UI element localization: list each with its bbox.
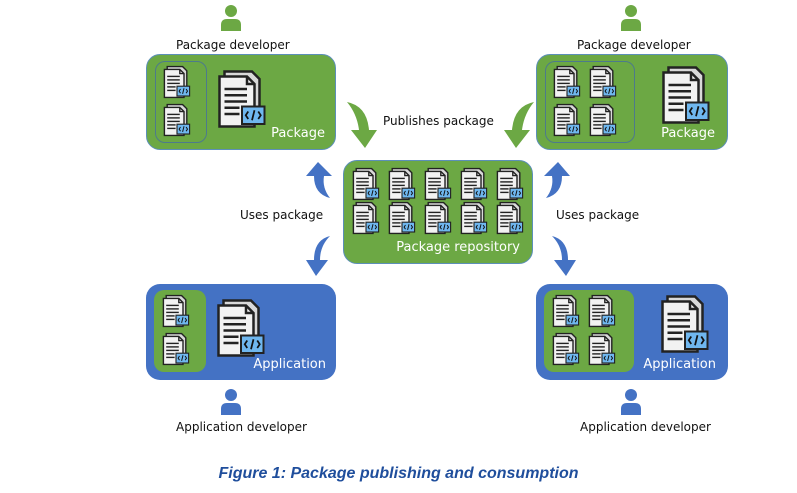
package-box[interactable]: Package [146,54,336,150]
application-developer-icon [220,388,242,416]
uses-arrow-up-right [544,162,570,198]
repository-package-icon [388,201,416,235]
dependency-file-icon [552,332,580,366]
package-repository-box[interactable]: Package repository [343,160,533,264]
publish-arrow-right [504,102,534,148]
application-box[interactable]: Application [146,284,336,380]
uses-arrow-down-left [306,236,330,276]
repository-package-icon [352,201,380,235]
application-developer-label: Application developer [176,420,307,434]
application-developer-label: Application developer [580,420,711,434]
application-file-icon [660,294,710,354]
package-repository-label: Package repository [396,240,520,255]
application-box-label: Application [643,357,716,372]
figure-caption: Figure 1: Package publishing and consump… [218,465,579,482]
application-developer-icon [620,388,642,416]
repository-package-icon [352,167,380,201]
repository-package-icon [424,167,452,201]
publish-arrow-left [347,102,377,148]
dependency-file-icon [553,65,581,99]
dependency-file-icon [162,332,190,366]
uses-arrow-down-right [552,236,576,276]
repository-package-icon [424,201,452,235]
publishes-package-label: Publishes package [383,114,494,128]
dependency-file-icon [589,65,617,99]
application-box[interactable]: Application [536,284,728,380]
dependency-file-icon [163,65,191,99]
uses-package-label-left: Uses package [240,208,324,222]
application-box-label: Application [253,357,326,372]
dependency-file-icon [588,294,616,328]
package-developer-label: Package developer [577,38,691,52]
repository-package-icon [496,167,524,201]
package-file-icon [661,65,711,125]
repository-package-icon [496,201,524,235]
dependency-file-icon [162,294,190,328]
repository-package-icon [460,201,488,235]
dependencies-group [155,61,207,143]
dependency-file-icon [588,332,616,366]
package-developer-label: Package developer [176,38,290,52]
dependency-file-icon [163,103,191,137]
package-box[interactable]: Package [536,54,728,150]
repository-package-icon [388,167,416,201]
application-file-icon [216,298,266,358]
package-box-label: Package [271,126,325,141]
uses-arrow-up-left [306,162,332,198]
package-developer-icon [220,4,242,32]
uses-package-label-right: Uses package [556,208,640,222]
dependencies-group [545,61,635,143]
package-developer-icon [620,4,642,32]
package-file-icon [217,69,267,129]
package-box-label: Package [661,126,715,141]
repository-package-icon [460,167,488,201]
dependency-file-icon [552,294,580,328]
dependency-file-icon [589,103,617,137]
dependency-file-icon [553,103,581,137]
